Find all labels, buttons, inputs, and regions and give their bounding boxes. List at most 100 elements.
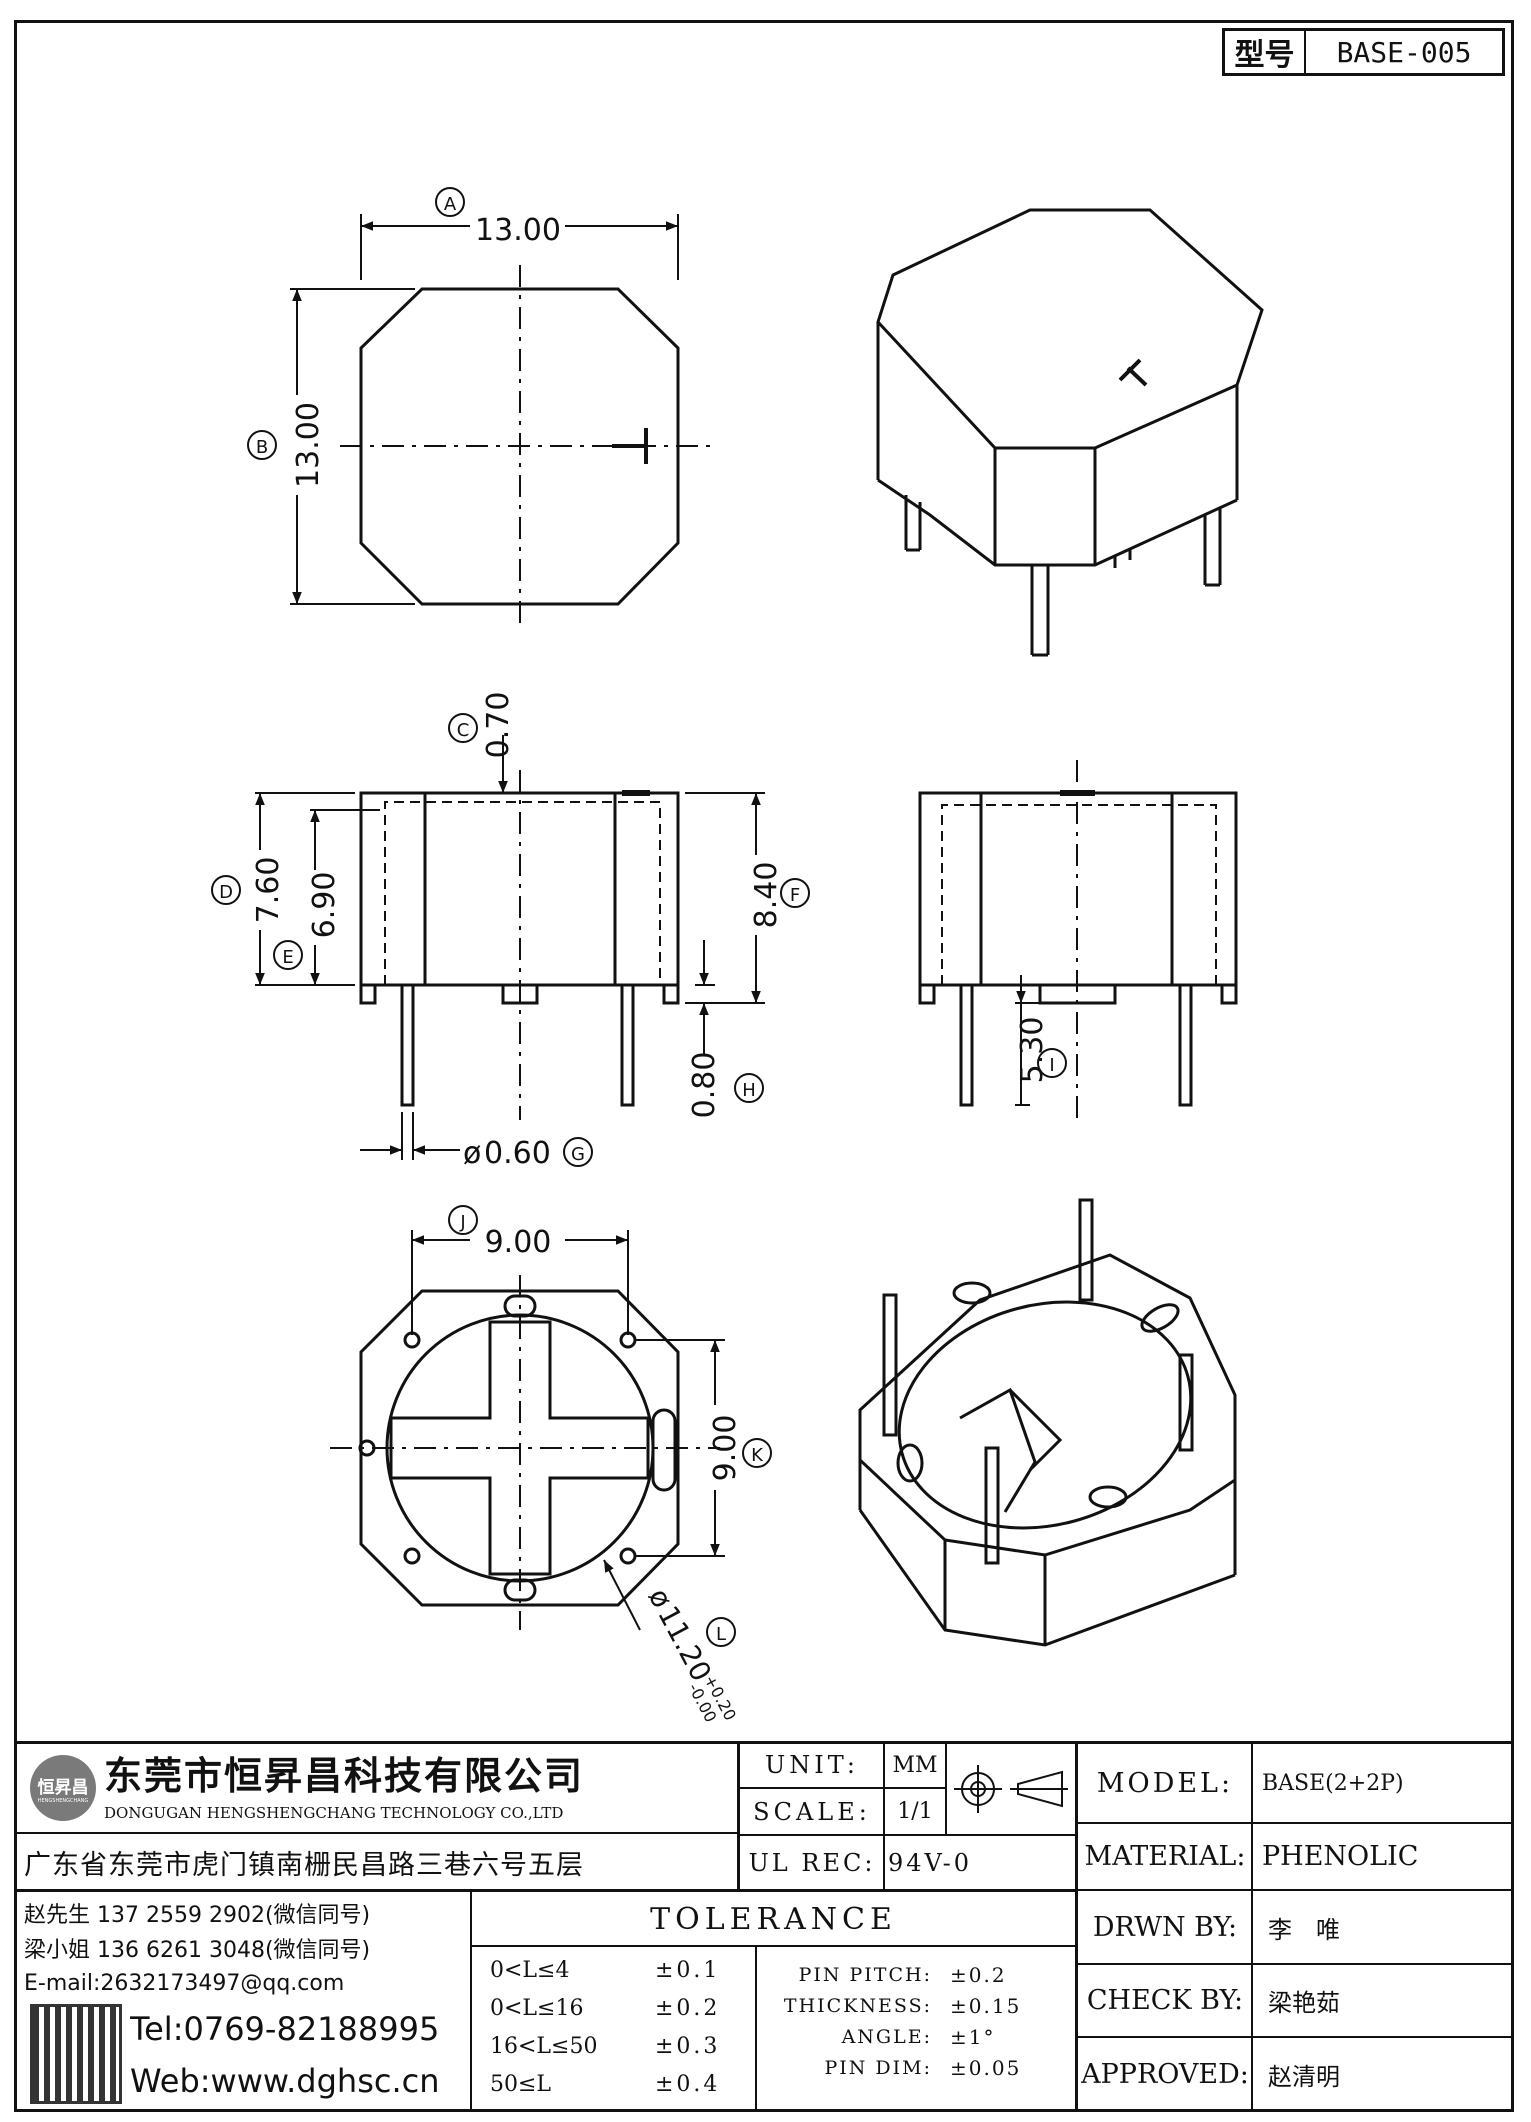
dim-l-value: 11.20 <box>651 1600 718 1686</box>
marker-l <box>706 1617 736 1647</box>
model-row-divider-1 <box>1078 1822 1514 1824</box>
header-box-top <box>1222 28 1504 31</box>
model-row-divider-2 <box>1078 1889 1514 1891</box>
dim-k-value: 9.00 <box>708 1415 743 1482</box>
model-row-divider-4 <box>1078 2036 1514 2038</box>
tolerance-value-4: ±0.4 <box>655 2071 721 2097</box>
contact-email: E-mail:2632173497@qq.com <box>24 1970 345 1996</box>
marker-a <box>435 187 465 217</box>
header-box-right <box>1502 28 1505 76</box>
marker-k <box>742 1438 772 1468</box>
dim-d-value: 7.60 <box>251 857 286 924</box>
unit-value: MM <box>892 1752 938 1778</box>
dim-g-value: 0.60 <box>484 1136 551 1171</box>
unit-label: UNIT: <box>765 1751 859 1779</box>
header-box-left <box>1222 28 1225 76</box>
marker-h-label: H <box>742 1080 756 1101</box>
checked-by-value: 梁艳茹 <box>1268 1989 1340 2017</box>
spec-row-divider-2 <box>740 1834 1078 1836</box>
pin-pitch-value: ±0.2 <box>950 1963 1007 1987</box>
marker-b-label: B <box>256 437 268 458</box>
title-block-mid-border <box>14 1889 1078 1892</box>
spec-row-divider-1 <box>740 1787 945 1789</box>
marker-e-label: E <box>282 947 293 968</box>
pin-dim-value: ±0.05 <box>950 2056 1022 2080</box>
marker-e <box>273 940 303 970</box>
header-box-bottom <box>1222 73 1504 76</box>
marker-d-label: D <box>219 882 233 903</box>
tolerance-range-2: 0<L≤16 <box>490 1995 584 2021</box>
dim-c-value: 0.70 <box>481 692 516 759</box>
dim-h-value: 0.80 <box>687 1052 722 1119</box>
company-address: 广东省东莞市虎门镇南栅民昌路三巷六号五层 <box>24 1849 584 1881</box>
marker-a-label: A <box>444 194 457 215</box>
marker-l-label: L <box>716 1624 726 1645</box>
company-tel: Tel:0769-82188995 <box>130 2010 440 2048</box>
marker-g-label: G <box>571 1144 585 1165</box>
marker-k-label: K <box>751 1445 764 1466</box>
dim-j-value: 9.00 <box>485 1225 552 1260</box>
marker-d <box>211 875 241 905</box>
ul-rec-value: 94V-0 <box>888 1848 973 1877</box>
company-name-cn: 东莞市恒昇昌科技有限公司 <box>104 1753 585 1797</box>
marker-f <box>780 878 810 908</box>
contact-tolerance-divider <box>470 1891 472 2112</box>
model-label: MODEL: <box>1096 1767 1234 1799</box>
model-number-value: BASE-005 <box>1336 35 1472 69</box>
front-view <box>255 735 765 1160</box>
spec-label-divider <box>883 1741 885 1891</box>
tolerance-range-3: 16<L≤50 <box>490 2033 598 2059</box>
spec-value-divider <box>945 1741 947 1836</box>
dim-f-value: 8.40 <box>749 862 784 929</box>
dim-e-value: 6.90 <box>307 872 342 939</box>
projection-symbol-icon <box>954 1765 1068 1813</box>
marker-f-label: F <box>790 885 800 906</box>
angle-value: ±1° <box>950 2025 996 2049</box>
angle-label: ANGLE: <box>841 2026 932 2048</box>
iso-view-bottom <box>858 1198 1237 1647</box>
drawing-frame <box>14 20 1514 2112</box>
tolerance-column-divider <box>755 1947 757 2112</box>
marker-i-label: I <box>1049 1055 1054 1076</box>
drawn-by-label: DRWN BY: <box>1092 1911 1238 1943</box>
dim-b-value: 13.00 <box>291 402 326 488</box>
model-number-label: 型号 <box>1234 38 1295 73</box>
company-web: Web:www.dghsc.cn <box>130 2062 440 2100</box>
model-block-left-border <box>1075 1741 1078 2112</box>
bottom-view <box>330 1230 725 1631</box>
tolerance-value-2: ±0.2 <box>655 1995 721 2021</box>
tolerance-value-1: ±0.1 <box>655 1957 721 1983</box>
marker-b <box>247 430 277 460</box>
drawn-by-value: 李 唯 <box>1268 1915 1340 1944</box>
approved-by-label: APPROVED: <box>1081 2058 1249 2090</box>
header-box-divider <box>1304 28 1306 76</box>
marker-g <box>563 1137 593 1167</box>
tolerance-title-divider <box>472 1945 1075 1947</box>
company-name-en: DONGUGAN HENGSHENGCHANG TECHNOLOGY CO.,L… <box>104 1804 564 1822</box>
thickness-label: THICKNESS: <box>783 1995 932 2017</box>
tolerance-title: TOLERANCE <box>650 1901 897 1937</box>
tolerance-value-3: ±0.3 <box>655 2033 721 2059</box>
marker-c <box>448 713 478 743</box>
dim-a-value: 13.00 <box>475 213 561 248</box>
marker-c-label: C <box>457 720 470 741</box>
checked-by-label: CHECK BY: <box>1086 1985 1244 2016</box>
contact-line-1: 赵先生 137 2559 2902(微信同号) <box>24 1903 371 1928</box>
company-logo-text: 恒昇昌 <box>37 1777 89 1798</box>
material-label: MATERIAL: <box>1084 1841 1246 1872</box>
top-view <box>290 214 710 625</box>
dim-i-value: 5.30 <box>1015 1017 1050 1084</box>
company-logo-subtext: HENGSHENGCHANG <box>37 1797 89 1804</box>
company-address-divider <box>14 1832 737 1834</box>
contact-line-2: 梁小姐 136 6261 3048(微信同号) <box>24 1938 371 1963</box>
thickness-value: ±0.15 <box>950 1994 1022 2018</box>
model-value: BASE(2+2P) <box>1262 1770 1404 1796</box>
approved-by-value: 赵清明 <box>1268 2062 1340 2091</box>
material-value: PHENOLIC <box>1262 1841 1419 1872</box>
marker-j-label: J <box>459 1212 465 1233</box>
dim-g-diameter-symbol: ø <box>463 1136 481 1171</box>
scale-label: SCALE: <box>753 1797 871 1826</box>
pin-dim-label: PIN DIM: <box>824 2057 932 2079</box>
pin-pitch-label: PIN PITCH: <box>798 1964 932 1986</box>
company-logo: 恒昇昌 HENGSHENGCHANG <box>30 1755 96 1821</box>
